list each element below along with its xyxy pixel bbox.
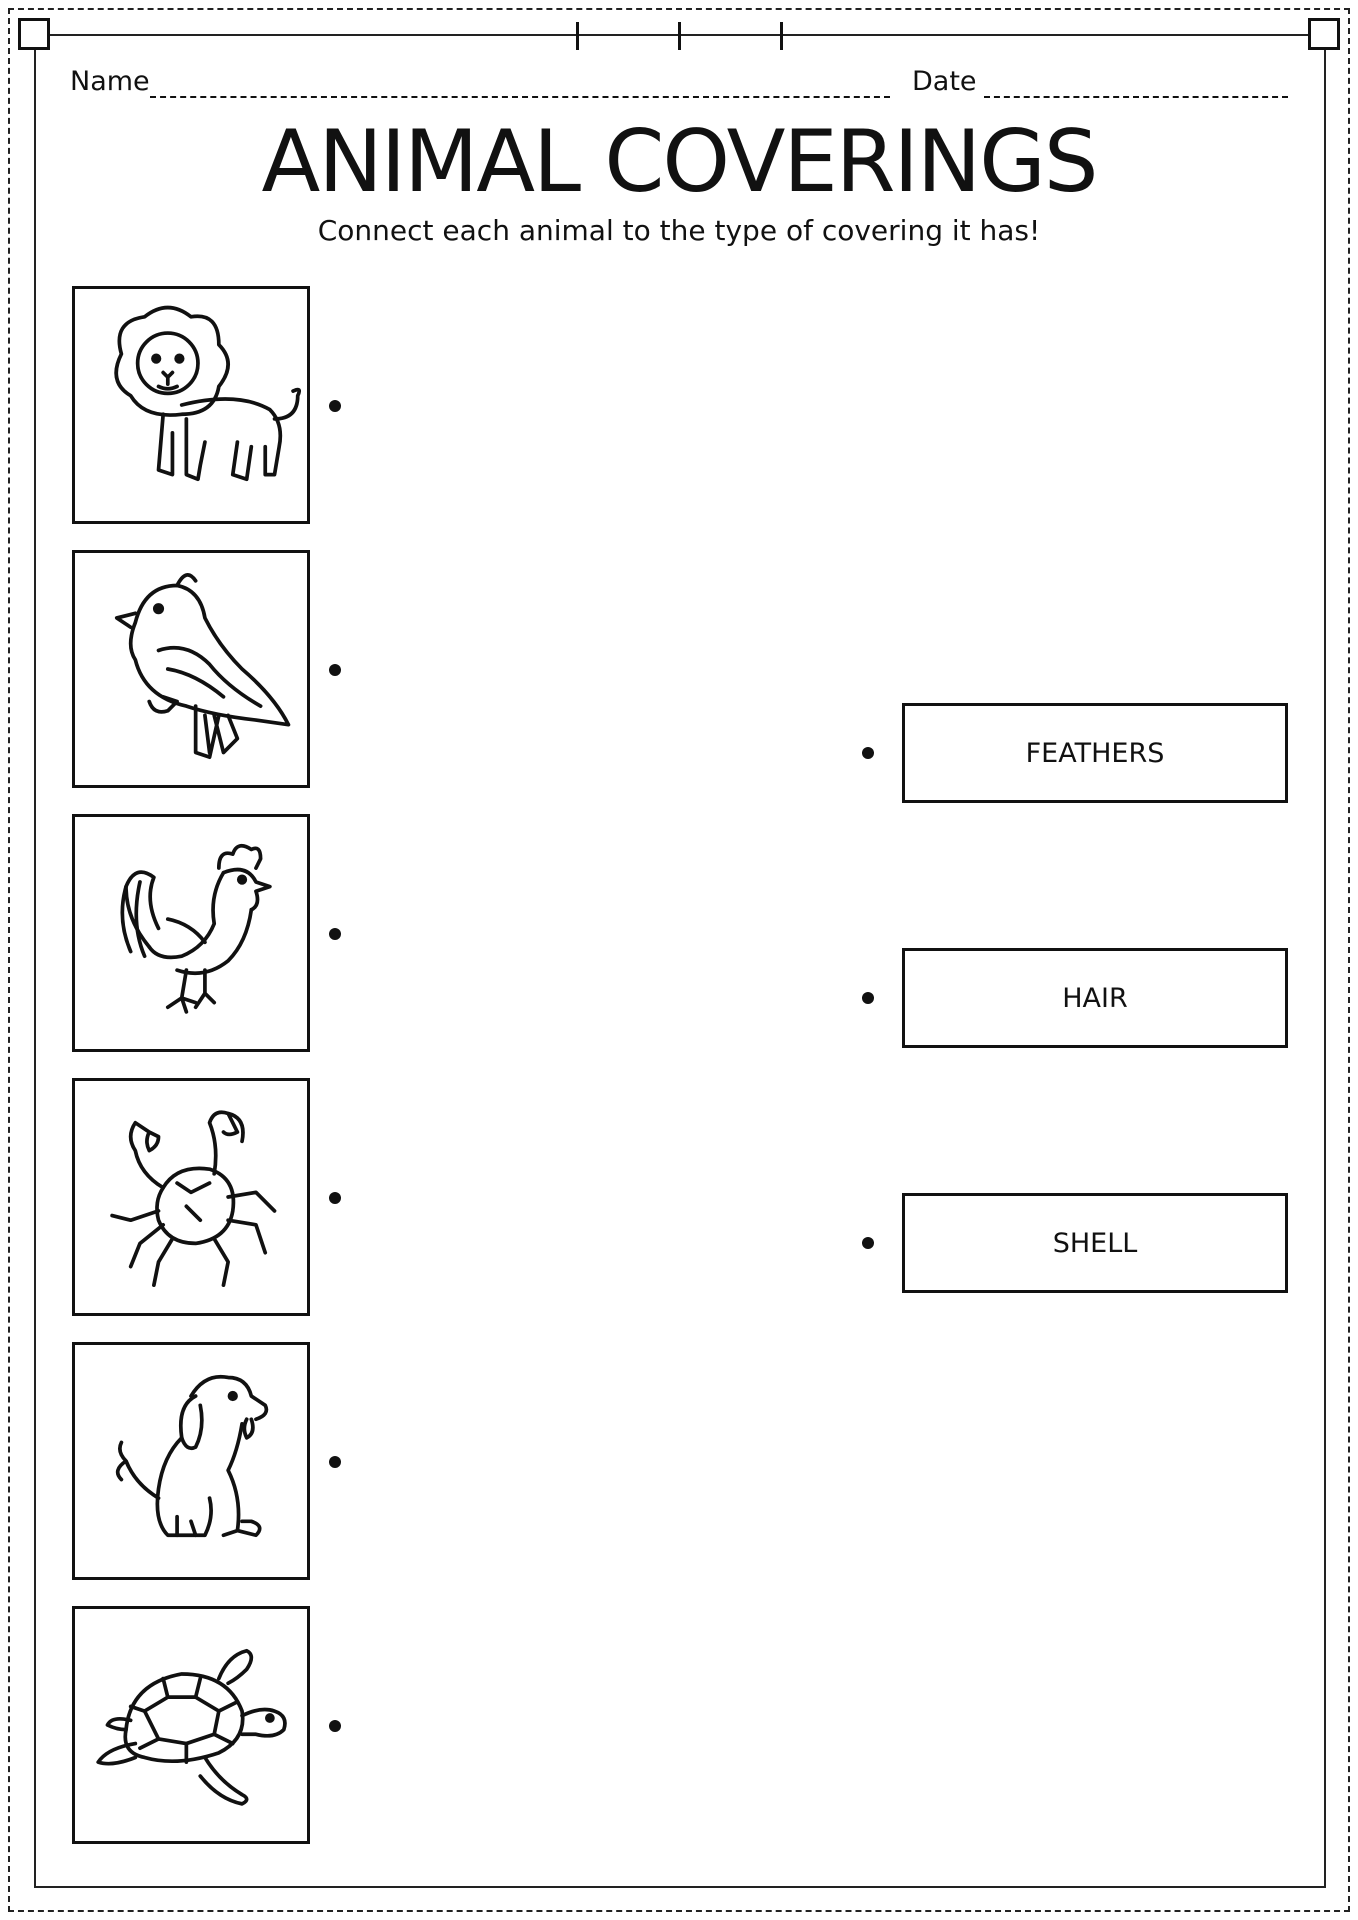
top-tick-2 (678, 22, 681, 50)
animal-box-crab (72, 1078, 310, 1316)
animal-connect-dot[interactable] (329, 400, 341, 412)
animal-connect-dot[interactable] (329, 1456, 341, 1468)
date-label: Date (912, 66, 977, 97)
top-tick-1 (576, 22, 579, 50)
crab-icon (110, 1110, 277, 1288)
top-tick-3 (780, 22, 783, 50)
covering-box-feathers[interactable]: FEATHERS (902, 703, 1288, 803)
animal-box-bird (72, 550, 310, 788)
animal-box-dog (72, 1342, 310, 1580)
covering-box-shell[interactable]: SHELL (902, 1193, 1288, 1293)
covering-connect-dot[interactable] (862, 1237, 874, 1249)
animal-connect-dot[interactable] (329, 664, 341, 676)
animal-box-turtle (72, 1606, 310, 1844)
covering-connect-dot[interactable] (862, 747, 874, 759)
turtle-icon (96, 1648, 287, 1806)
instruction-text: Connect each animal to the type of cover… (317, 214, 1041, 247)
name-line[interactable] (150, 96, 890, 98)
rooster-icon (120, 843, 272, 1014)
dog-icon (115, 1374, 269, 1538)
name-label: Name (70, 66, 150, 97)
corner-square-top-right (1308, 18, 1340, 50)
date-line[interactable] (984, 96, 1288, 98)
animal-connect-dot[interactable] (329, 928, 341, 940)
outer-dashed-border (8, 8, 1350, 1912)
page-title: ANIMAL COVERINGS (261, 112, 1099, 212)
animal-box-rooster (72, 814, 310, 1052)
corner-square-top-left (18, 18, 50, 50)
animal-connect-dot[interactable] (329, 1192, 341, 1204)
lion-icon (114, 305, 302, 482)
bird-icon (114, 573, 291, 760)
covering-connect-dot[interactable] (862, 992, 874, 1004)
covering-box-hair[interactable]: HAIR (902, 948, 1288, 1048)
animal-connect-dot[interactable] (329, 1720, 341, 1732)
animal-box-lion (72, 286, 310, 524)
